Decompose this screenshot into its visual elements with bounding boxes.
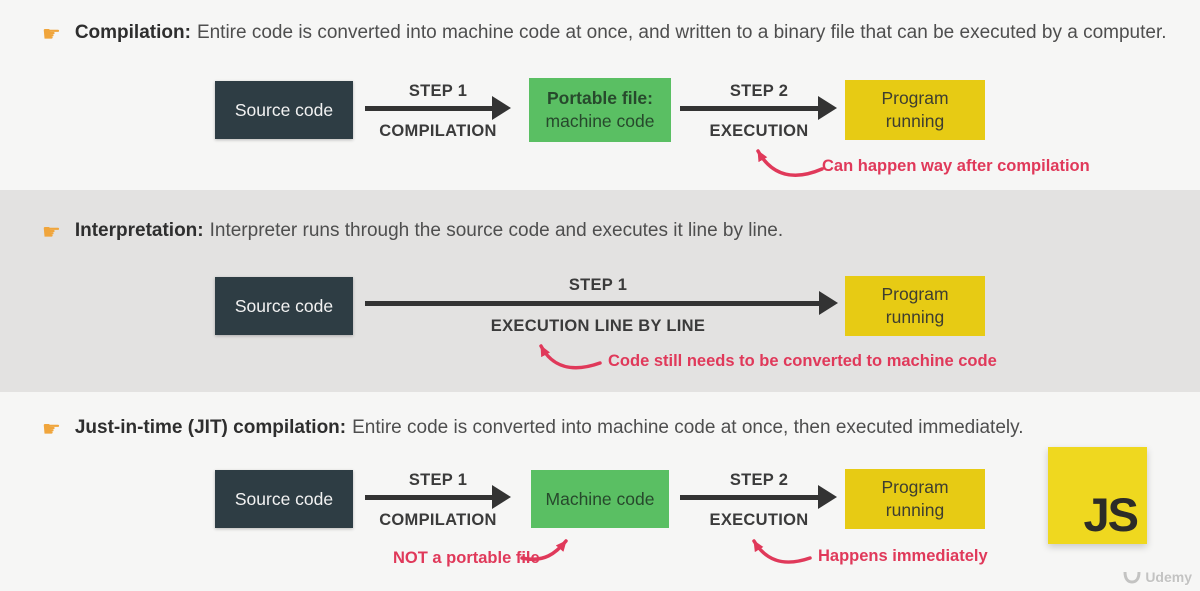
pointing-finger-icon: ☛ <box>42 22 61 46</box>
heading-text: Just-in-time (JIT) compilation:Entire co… <box>75 416 1024 440</box>
pointing-finger-icon: ☛ <box>42 417 61 441</box>
heading-interpretation: ☛ Interpretation:Interpreter runs throug… <box>42 219 783 244</box>
flow-arrow-shaft <box>365 495 492 500</box>
curved-arrow-icon <box>756 149 824 177</box>
flow-arrow-head <box>819 291 838 315</box>
javascript-logo-text: JS <box>1083 488 1139 541</box>
box-machine-code-label: Machine code <box>545 488 655 509</box>
box-portable-file-line1: Portable file: <box>547 88 653 108</box>
box-program-running-2: Program running <box>845 276 985 336</box>
pointing-finger-icon: ☛ <box>42 220 61 244</box>
step1-action-2: EXECUTION LINE BY LINE <box>490 317 706 335</box>
description-jit: Entire code is converted into machine co… <box>352 417 1024 438</box>
term-compilation: Compilation: <box>74 22 191 43</box>
heading-text: Compilation:Entire code is converted int… <box>75 21 1167 45</box>
step2-action-3: EXECUTION <box>709 511 809 529</box>
box-program-running-2-label: Program running <box>881 284 949 327</box>
box-program-running-3: Program running <box>845 469 985 529</box>
javascript-logo-icon: JS <box>1048 447 1147 544</box>
annotation-still-converted: Code still needs to be converted to mach… <box>608 352 997 370</box>
heading-text: Interpretation:Interpreter runs through … <box>75 219 783 243</box>
step1-label-3: STEP 1 <box>408 471 468 489</box>
box-program-running-1-label: Program running <box>881 88 949 131</box>
flow-arrow-shaft <box>365 301 819 306</box>
udemy-logo-icon <box>1123 571 1141 584</box>
step2-label-3: STEP 2 <box>729 471 789 489</box>
annotation-not-portable: NOT a portable file <box>393 549 540 567</box>
udemy-watermark: Udemy <box>1123 569 1192 585</box>
flow-arrow-head <box>492 96 511 120</box>
flow-arrow-head <box>818 485 837 509</box>
annotation-happens-immediately: Happens immediately <box>818 547 988 565</box>
box-portable-file-line2: machine code <box>545 111 655 131</box>
box-source-code-3: Source code <box>215 470 353 528</box>
description-compilation: Entire code is converted into machine co… <box>196 22 1167 43</box>
box-source-code-3-label: Source code <box>234 488 334 509</box>
box-source-code-2-label: Source code <box>234 295 334 316</box>
annotation-after-compilation: Can happen way after compilation <box>822 157 1090 175</box>
flow-arrow-shaft <box>680 106 818 111</box>
box-program-running-3-label: Program running <box>881 477 949 520</box>
step1-label-1: STEP 1 <box>408 82 468 100</box>
term-jit: Just-in-time (JIT) compilation: <box>74 417 347 438</box>
step1-label-2: STEP 1 <box>568 276 628 294</box>
heading-jit: ☛ Just-in-time (JIT) compilation:Entire … <box>42 416 1024 441</box>
term-interpretation: Interpretation: <box>74 220 204 241</box>
heading-compilation: ☛ Compilation:Entire code is converted i… <box>42 21 1167 46</box>
box-machine-code: Machine code <box>531 470 669 528</box>
curved-arrow-icon <box>752 539 812 564</box>
step2-action-1: EXECUTION <box>709 122 809 140</box>
box-source-code-1-label: Source code <box>234 99 334 120</box>
description-interpretation: Interpreter runs through the source code… <box>209 220 784 241</box>
flow-arrow-head <box>492 485 511 509</box>
step1-action-1: COMPILATION <box>379 122 497 140</box>
box-source-code-1: Source code <box>215 81 353 139</box>
udemy-watermark-text: Udemy <box>1145 569 1192 585</box>
step2-label-1: STEP 2 <box>729 82 789 100</box>
box-program-running-1: Program running <box>845 80 985 140</box>
step1-action-3: COMPILATION <box>379 511 497 529</box>
flow-arrow-shaft <box>680 495 818 500</box>
box-portable-file: Portable file: machine code <box>529 78 671 142</box>
flow-arrow-head <box>818 96 837 120</box>
box-source-code-2: Source code <box>215 277 353 335</box>
flow-arrow-shaft <box>365 106 492 111</box>
